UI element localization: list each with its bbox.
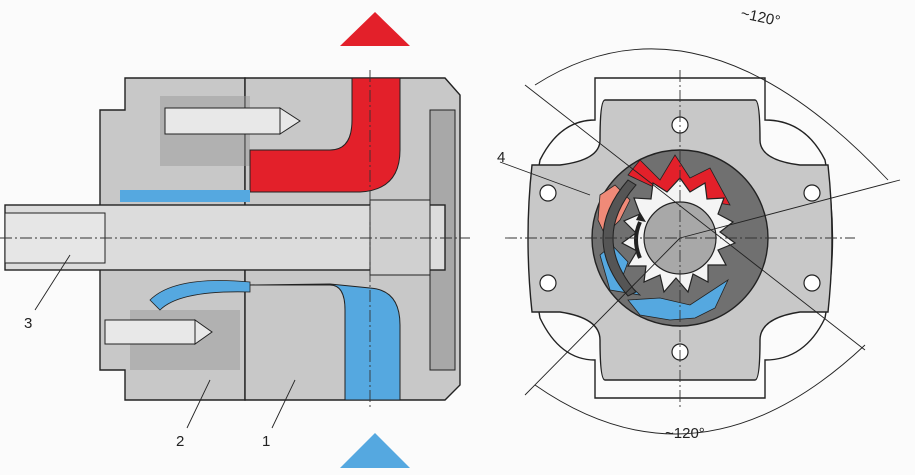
sectional-view — [0, 70, 470, 429]
label-angle-top: ~120° — [739, 5, 781, 30]
crescent — [602, 179, 637, 297]
bolt-bottom — [104, 319, 196, 345]
label-angle-bottom: ~120° — [665, 425, 705, 442]
label-part-4: 4 — [497, 149, 505, 166]
label-part-2: 2 — [176, 433, 184, 450]
inlet-arrow-icon — [340, 433, 410, 468]
bolt-top — [164, 107, 281, 135]
suction-channel — [249, 283, 401, 401]
rotation-arrow-icon — [634, 221, 642, 259]
pressure-channel — [249, 77, 401, 193]
front-view — [499, 48, 901, 435]
outlet-arrow-icon — [340, 12, 410, 46]
label-part-3: 3 — [24, 315, 32, 332]
label-part-1: 1 — [262, 433, 270, 450]
